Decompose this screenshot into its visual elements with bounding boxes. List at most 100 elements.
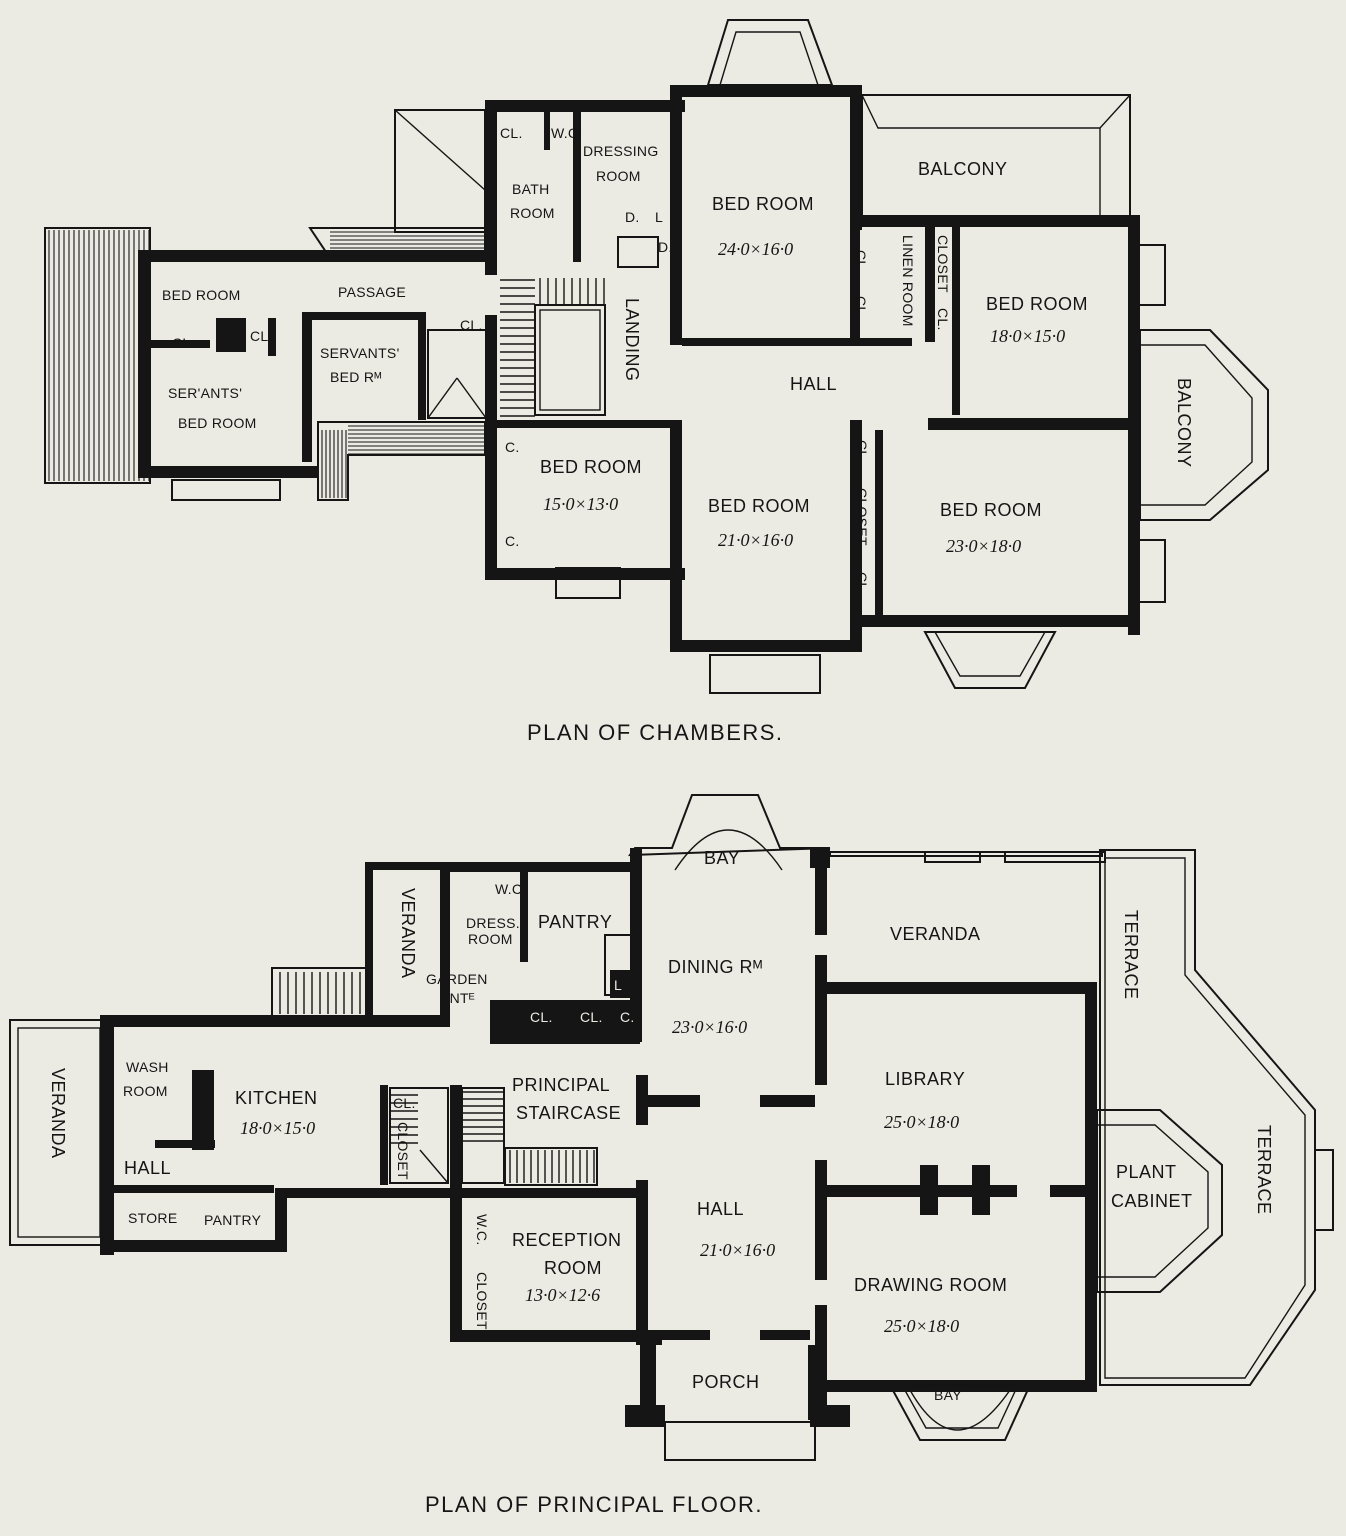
label-servants-bedroom-2: BED ROOM (178, 415, 257, 431)
label-bed-21: BED ROOM (708, 496, 810, 516)
label-library-dim: 25·0×18·0 (884, 1112, 959, 1132)
label-dining: DINING Rᴹ (668, 957, 763, 977)
chambers-north-roof (394, 109, 486, 233)
label-c: C. (620, 1009, 635, 1025)
label-bay-bottom: BAY (934, 1387, 962, 1403)
principal-caption: PLAN OF PRINCIPAL FLOOR. (425, 1492, 763, 1517)
label-staircase: STAIRCASE (516, 1103, 621, 1123)
label-cl-c: CL. (853, 296, 869, 319)
label-porch: PORCH (692, 1372, 760, 1392)
label-hall-dim: 21·0×16·0 (700, 1240, 775, 1260)
label-closet: CL. (500, 125, 523, 141)
label-cabinet: CABINET (1111, 1191, 1193, 1211)
label-garden: GARDEN (426, 971, 488, 987)
label-dress-room: ROOM (468, 931, 513, 947)
label-servants: SERVANTS' (320, 345, 400, 361)
label-veranda-v: VERANDA (398, 888, 418, 979)
label-closet-r: CLOSET (474, 1272, 490, 1330)
label-bed-21-dim: 21·0×16·0 (718, 530, 793, 550)
label-c1: C. (505, 439, 520, 455)
label-master-bed: BED ROOM (712, 194, 814, 214)
label-balcony-top: BALCONY (918, 159, 1008, 179)
label-bed-23-dim: 23·0×18·0 (946, 536, 1021, 556)
chambers-bottom-bay (923, 631, 1057, 689)
label-bed-23: BED ROOM (940, 500, 1042, 520)
chambers-balcony-roof (861, 94, 1131, 219)
label-terrace-2: TERRACE (1254, 1125, 1274, 1215)
chambers-walls (138, 85, 1140, 652)
label-wc: W.C. (495, 881, 527, 897)
label-west-bed: BED ROOM (162, 287, 241, 303)
label-cl-h: CL. (854, 440, 870, 463)
label-cl-i: CL. (854, 572, 870, 595)
label-reception-room: ROOM (544, 1258, 602, 1278)
label-balcony-right: BALCONY (1174, 378, 1194, 468)
label-wash: WASH (126, 1059, 169, 1075)
label-pantry-k: PANTRY (204, 1212, 262, 1228)
chambers-plan: CL. W.C. DRESSING ROOM BATH ROOM D. L D.… (44, 19, 1269, 745)
label-store: STORE (128, 1210, 177, 1226)
label-linen: LINEN ROOM (900, 235, 916, 327)
label-d1: D. (625, 209, 640, 225)
label-veranda-left: VERANDA (48, 1068, 68, 1159)
label-master-dim: 24·0×16·0 (718, 239, 793, 259)
principal-stair (389, 934, 634, 1186)
principal-plan: BAY W.C. DRESS. ROOM PANTRY VERANDA GARD… (9, 794, 1334, 1517)
label-closet-h: CLOSET (854, 488, 870, 546)
label-dining-dim: 23·0×16·0 (672, 1017, 747, 1037)
label-wc: W.C. (551, 125, 583, 141)
label-cl3: CL. (393, 1095, 416, 1111)
label-cl2: CL. (580, 1009, 603, 1025)
label-cl-f: CL. (250, 328, 273, 344)
label-wash-room: ROOM (123, 1083, 168, 1099)
label-cl-g: CL. (460, 317, 483, 333)
label-dress: DRESS. (466, 915, 520, 931)
label-cl-d: CL. (935, 308, 951, 331)
label-wc2: W.C. (474, 1214, 490, 1246)
label-bath-room: ROOM (510, 205, 555, 221)
label-l: L (655, 209, 663, 225)
label-kitchen: KITCHEN (235, 1088, 318, 1108)
label-c2: C. (505, 533, 520, 549)
label-dressing: DRESSING (583, 143, 659, 159)
label-hall: HALL (697, 1199, 744, 1219)
principal-top-bay (628, 794, 831, 857)
label-bed-15: BED ROOM (540, 457, 642, 477)
chambers-stair (427, 236, 659, 419)
label-cl-b: CL. (853, 250, 869, 273)
label-servants-bedroom: SER'ANTS' (168, 385, 242, 401)
label-hall: HALL (790, 374, 837, 394)
label-garden-ent: ENTᴱ (440, 990, 475, 1006)
label-bed-15-dim: 15·0×13·0 (543, 494, 618, 514)
label-l: L (614, 977, 622, 993)
principal-walls (100, 850, 1097, 1427)
chambers-caption: PLAN OF CHAMBERS. (527, 720, 784, 745)
label-plant: PLANT (1116, 1162, 1177, 1182)
label-east-dim: 18·0×15·0 (990, 326, 1065, 346)
label-drawing: DRAWING ROOM (854, 1275, 1007, 1295)
label-reception-dim: 13·0×12·6 (525, 1285, 600, 1305)
label-closet-v: CLOSET (935, 235, 951, 293)
label-bath: BATH (512, 181, 550, 197)
principal-plant-cabinet (1096, 1109, 1223, 1293)
label-principal: PRINCIPAL (512, 1075, 610, 1095)
label-kitchen-dim: 18·0×15·0 (240, 1118, 315, 1138)
label-dressing-room: ROOM (596, 168, 641, 184)
chambers-right-bay (1139, 329, 1269, 521)
label-drawing-dim: 25·0×18·0 (884, 1316, 959, 1336)
label-reception: RECEPTION (512, 1230, 622, 1250)
label-veranda-top: VERANDA (890, 924, 981, 944)
label-servants-bed: BED Rᴹ (330, 369, 382, 385)
label-pantry: PANTRY (538, 912, 612, 932)
principal-labels: BAY W.C. DRESS. ROOM PANTRY VERANDA GARD… (48, 848, 1274, 1403)
label-bay-top: BAY (704, 848, 740, 868)
chambers-top-bay (706, 19, 834, 86)
chambers-labels: CL. W.C. DRESSING ROOM BATH ROOM D. L D.… (162, 125, 1194, 595)
label-terrace-1: TERRACE (1121, 910, 1141, 1000)
label-cl1: CL. (530, 1009, 553, 1025)
label-d2: D. (658, 239, 673, 255)
label-library: LIBRARY (885, 1069, 965, 1089)
label-passage: PASSAGE (338, 284, 406, 300)
label-closet-k: CLOSET (395, 1122, 411, 1180)
